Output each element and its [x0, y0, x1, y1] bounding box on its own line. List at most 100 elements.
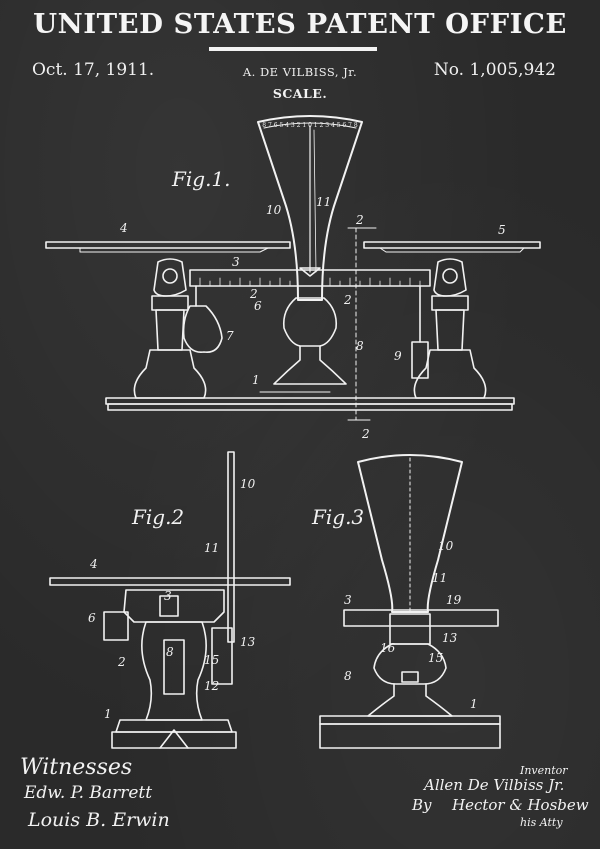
fig3-beam	[343, 609, 499, 627]
fig1-right-pivot	[442, 268, 458, 284]
fig3-dial-housing	[357, 454, 463, 613]
ref-5-fig1: 5	[498, 223, 506, 237]
witness-2-signature: Louis B. Erwin	[27, 809, 170, 831]
ref-9-fig1: 9	[394, 349, 402, 363]
fig1-dial-housing	[257, 115, 363, 301]
ref-10-fig3: 10	[438, 539, 454, 553]
ref-8-fig3: 8	[344, 669, 352, 683]
fig1-right-head	[433, 258, 467, 297]
fig3-yoke	[389, 613, 431, 645]
fig3-pedestal	[367, 683, 453, 717]
fig2-head	[123, 589, 225, 623]
title-rule	[209, 47, 377, 51]
fig2-left-bracket	[103, 611, 129, 641]
ref-1-fig2: 1	[104, 707, 112, 721]
fig1-dashpot	[411, 341, 429, 379]
fig2-base	[111, 731, 237, 749]
ref-4-fig1: 4	[119, 221, 128, 235]
ref-13-fig2: 13	[240, 635, 256, 649]
ref-6-fig1: 6	[254, 299, 262, 313]
ref-11-fig2: 11	[204, 541, 219, 555]
fig2-knife-edge	[159, 595, 179, 617]
fig2-column	[141, 621, 207, 721]
fig1-center-bulb	[282, 297, 338, 347]
figure-1: Fig.1. 8 7 6 5 4 3 2 1 0 1 2 3 4 5 6 7 8	[45, 115, 541, 421]
figure-3: Fig.3	[311, 454, 501, 749]
ref-3-fig1: 3	[232, 255, 240, 269]
reference-numerals: 4 5 3 2 2 6 7 8 9 1 10 11 2 2 10 11 4 3 …	[88, 195, 506, 721]
ref-1-fig1: 1	[252, 373, 260, 387]
fig1-counterweight	[182, 305, 223, 354]
fig2-side-plate	[211, 627, 233, 685]
fig1-right-column	[435, 309, 465, 351]
fig1-beam-ticks	[199, 277, 421, 287]
fig1-left-collar	[151, 295, 189, 311]
fig1-right-collar	[431, 295, 469, 311]
attorney-signature: Hector & Hosbew	[451, 796, 589, 814]
ref-12-fig2: 12	[204, 679, 219, 693]
fig1-right-pan	[363, 241, 541, 249]
ref-15-fig3: 15	[428, 651, 443, 665]
fig2-pan	[49, 577, 291, 586]
inventor-heading: Inventor	[519, 764, 568, 777]
fig1-right-foot	[413, 349, 487, 399]
fig1-dial-arc	[263, 122, 357, 129]
ref-8-fig1: 8	[356, 339, 364, 353]
ref-8-fig2: 8	[166, 645, 174, 659]
inventor-signature: Allen De Vilbiss Jr.	[422, 776, 564, 794]
ref-15-fig2: 15	[204, 653, 219, 667]
fig1-beam	[189, 269, 431, 287]
ref-6-fig2: 6	[88, 611, 96, 625]
fig1-label: Fig.1.	[171, 167, 231, 191]
ref-3-fig2: 3	[164, 589, 172, 603]
fig1-left-pivot	[162, 268, 178, 284]
by-line: By	[411, 796, 432, 814]
ref-2-top: 2	[355, 213, 364, 227]
fig3-base	[319, 723, 501, 749]
fig3-base-top	[319, 715, 501, 725]
fig2-base-arch	[159, 729, 189, 749]
ref-19-fig3: 19	[446, 593, 462, 607]
fig3-bearing	[401, 671, 419, 683]
witness-1-signature: Edw. P. Barrett	[23, 783, 152, 803]
fig1-pointer-shadow	[313, 129, 317, 273]
ref-2-fig2: 2	[117, 655, 126, 669]
fig1-left-head	[153, 258, 187, 297]
signatures: Witnesses Edw. P. Barrett Louis B. Erwin…	[20, 755, 589, 831]
ref-11-fig1: 11	[316, 195, 331, 209]
fig3-label: Fig.3	[311, 505, 364, 529]
inventor-name: A. DE VILBISS, Jr.	[242, 65, 358, 79]
ref-2-fig1b: 2	[343, 293, 352, 307]
ref-2-fig1a: 2	[249, 287, 258, 301]
office-title: UNITED STATES PATENT OFFICE	[33, 8, 567, 40]
fig1-base	[107, 403, 513, 411]
fig1-center-pedestal	[273, 345, 347, 385]
figure-2: Fig.2	[49, 451, 291, 749]
ref-2-bottom: 2	[361, 427, 370, 441]
patent-subject: SCALE.	[272, 86, 328, 101]
fig1-left-pan	[45, 241, 291, 249]
attorney-role: his Atty	[520, 816, 563, 829]
ref-10-fig2: 10	[240, 477, 256, 491]
fig1-beam-pivot	[299, 267, 321, 277]
ref-4-fig2: 4	[89, 557, 98, 571]
fig1-right-pan-rim	[379, 247, 525, 253]
fig2-column-core	[163, 639, 185, 695]
ref-13-fig3: 13	[442, 631, 458, 645]
fig1-left-column	[155, 309, 185, 351]
fig1-left-foot	[133, 349, 207, 399]
ref-1-fig3: 1	[470, 697, 478, 711]
fig3-bulb	[373, 643, 447, 685]
ref-3-fig3: 3	[344, 593, 352, 607]
ref-16-fig3: 16	[380, 641, 396, 655]
witnesses-heading: Witnesses	[20, 755, 132, 780]
ref-10-fig1: 10	[266, 203, 282, 217]
fig1-left-pan-rim	[79, 247, 269, 253]
fig2-label: Fig.2	[131, 505, 184, 529]
fig2-indicator-upright	[227, 451, 235, 643]
patent-number: No. 1,005,942	[433, 60, 556, 80]
ref-11-fig3: 11	[432, 571, 447, 585]
fig1-base-top	[105, 397, 515, 405]
